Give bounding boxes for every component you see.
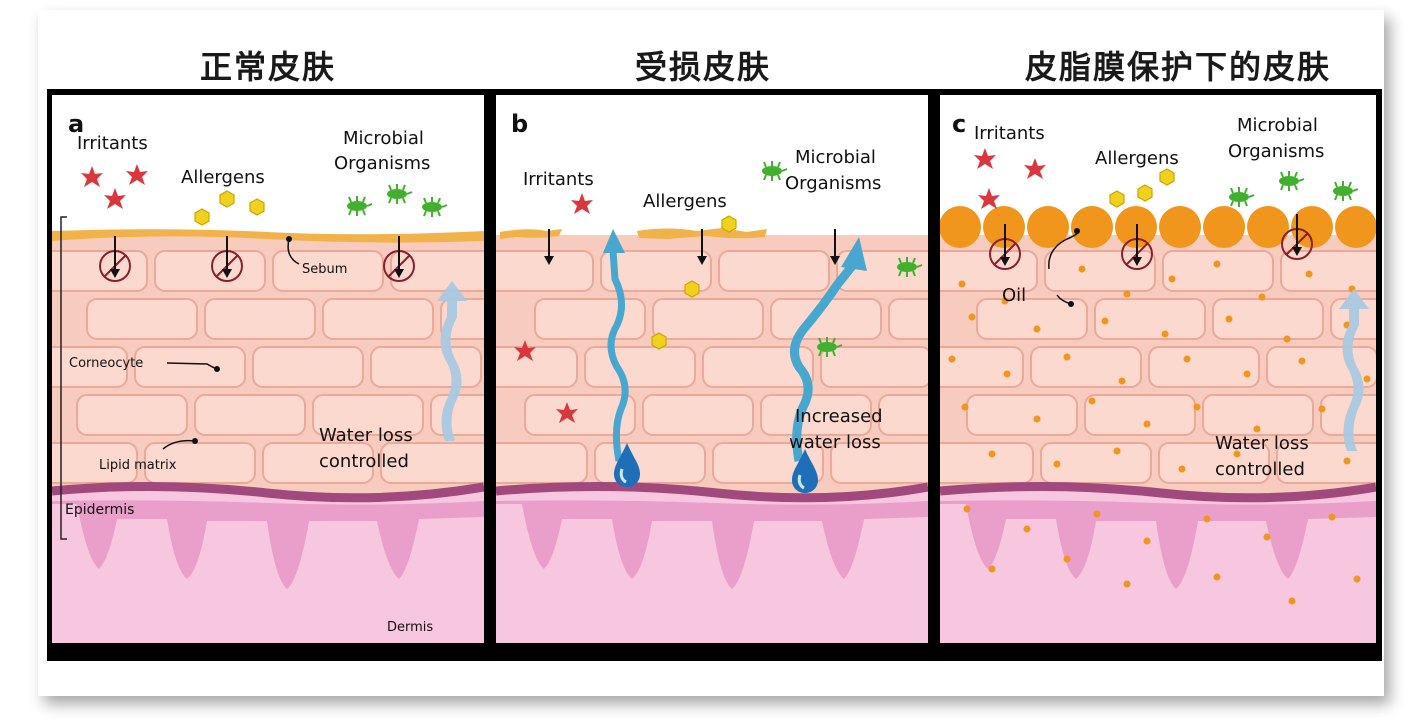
panel-b-microbial-label: Microbial xyxy=(795,147,876,168)
corneocyte-label: Corneocyte xyxy=(69,356,143,371)
panel-b-irritants-label: Irritants xyxy=(523,169,594,190)
panel-a-normal-skin: a Irritants Allergens Microbial Organism… xyxy=(52,95,484,643)
lipid-matrix-label: Lipid matrix xyxy=(99,458,177,473)
water-loss-label: water loss xyxy=(789,432,881,453)
panel-b-letter: b xyxy=(511,110,528,138)
sebum-label: Sebum xyxy=(302,262,347,277)
panel-a-irritants-label: Irritants xyxy=(77,133,148,154)
panel-c-irritants-label: Irritants xyxy=(974,123,1045,144)
panel-a-microbial-label: Microbial xyxy=(343,128,424,149)
panel-a-controlled-label: controlled xyxy=(319,451,409,472)
skin-barrier-diagram: a Irritants Allergens Microbial Organism… xyxy=(47,89,1382,661)
title-damaged-skin: 受损皮肤 xyxy=(634,48,771,86)
panel-a-allergens-label: Allergens xyxy=(181,167,265,188)
title-protected-skin: 皮脂膜保护下的皮肤 xyxy=(1024,48,1331,86)
panel-c-protected-skin: c Irritants Allergens Microbial Organism… xyxy=(940,95,1376,643)
panel-a-water-loss-label: Water loss xyxy=(319,425,413,446)
oil-label: Oil xyxy=(1002,285,1026,306)
panel-b-organisms-label: Organisms xyxy=(785,173,881,194)
panel-b-damaged-skin: b Irritants Allergens Microbial Organism… xyxy=(496,95,928,643)
increased-label: Increased xyxy=(795,406,883,427)
panel-c-controlled-label: controlled xyxy=(1215,459,1305,480)
panel-b-allergens-label: Allergens xyxy=(643,191,727,212)
panel-c-letter: c xyxy=(952,110,966,138)
panel-c-allergens-label: Allergens xyxy=(1095,148,1179,169)
title-normal-skin: 正常皮肤 xyxy=(199,48,336,86)
panel-c-microbial-label: Microbial xyxy=(1237,115,1318,136)
panel-a-organisms-label: Organisms xyxy=(334,153,430,174)
panel-a-letter: a xyxy=(68,110,84,138)
dermis-label: Dermis xyxy=(387,620,433,635)
panel-c-water-loss-label: Water loss xyxy=(1215,433,1309,454)
panel-c-organisms-label: Organisms xyxy=(1228,141,1324,162)
panel-titles: 正常皮肤 受损皮肤 皮脂膜保护下的皮肤 xyxy=(38,34,1384,94)
epidermis-label: Epidermis xyxy=(65,502,134,518)
